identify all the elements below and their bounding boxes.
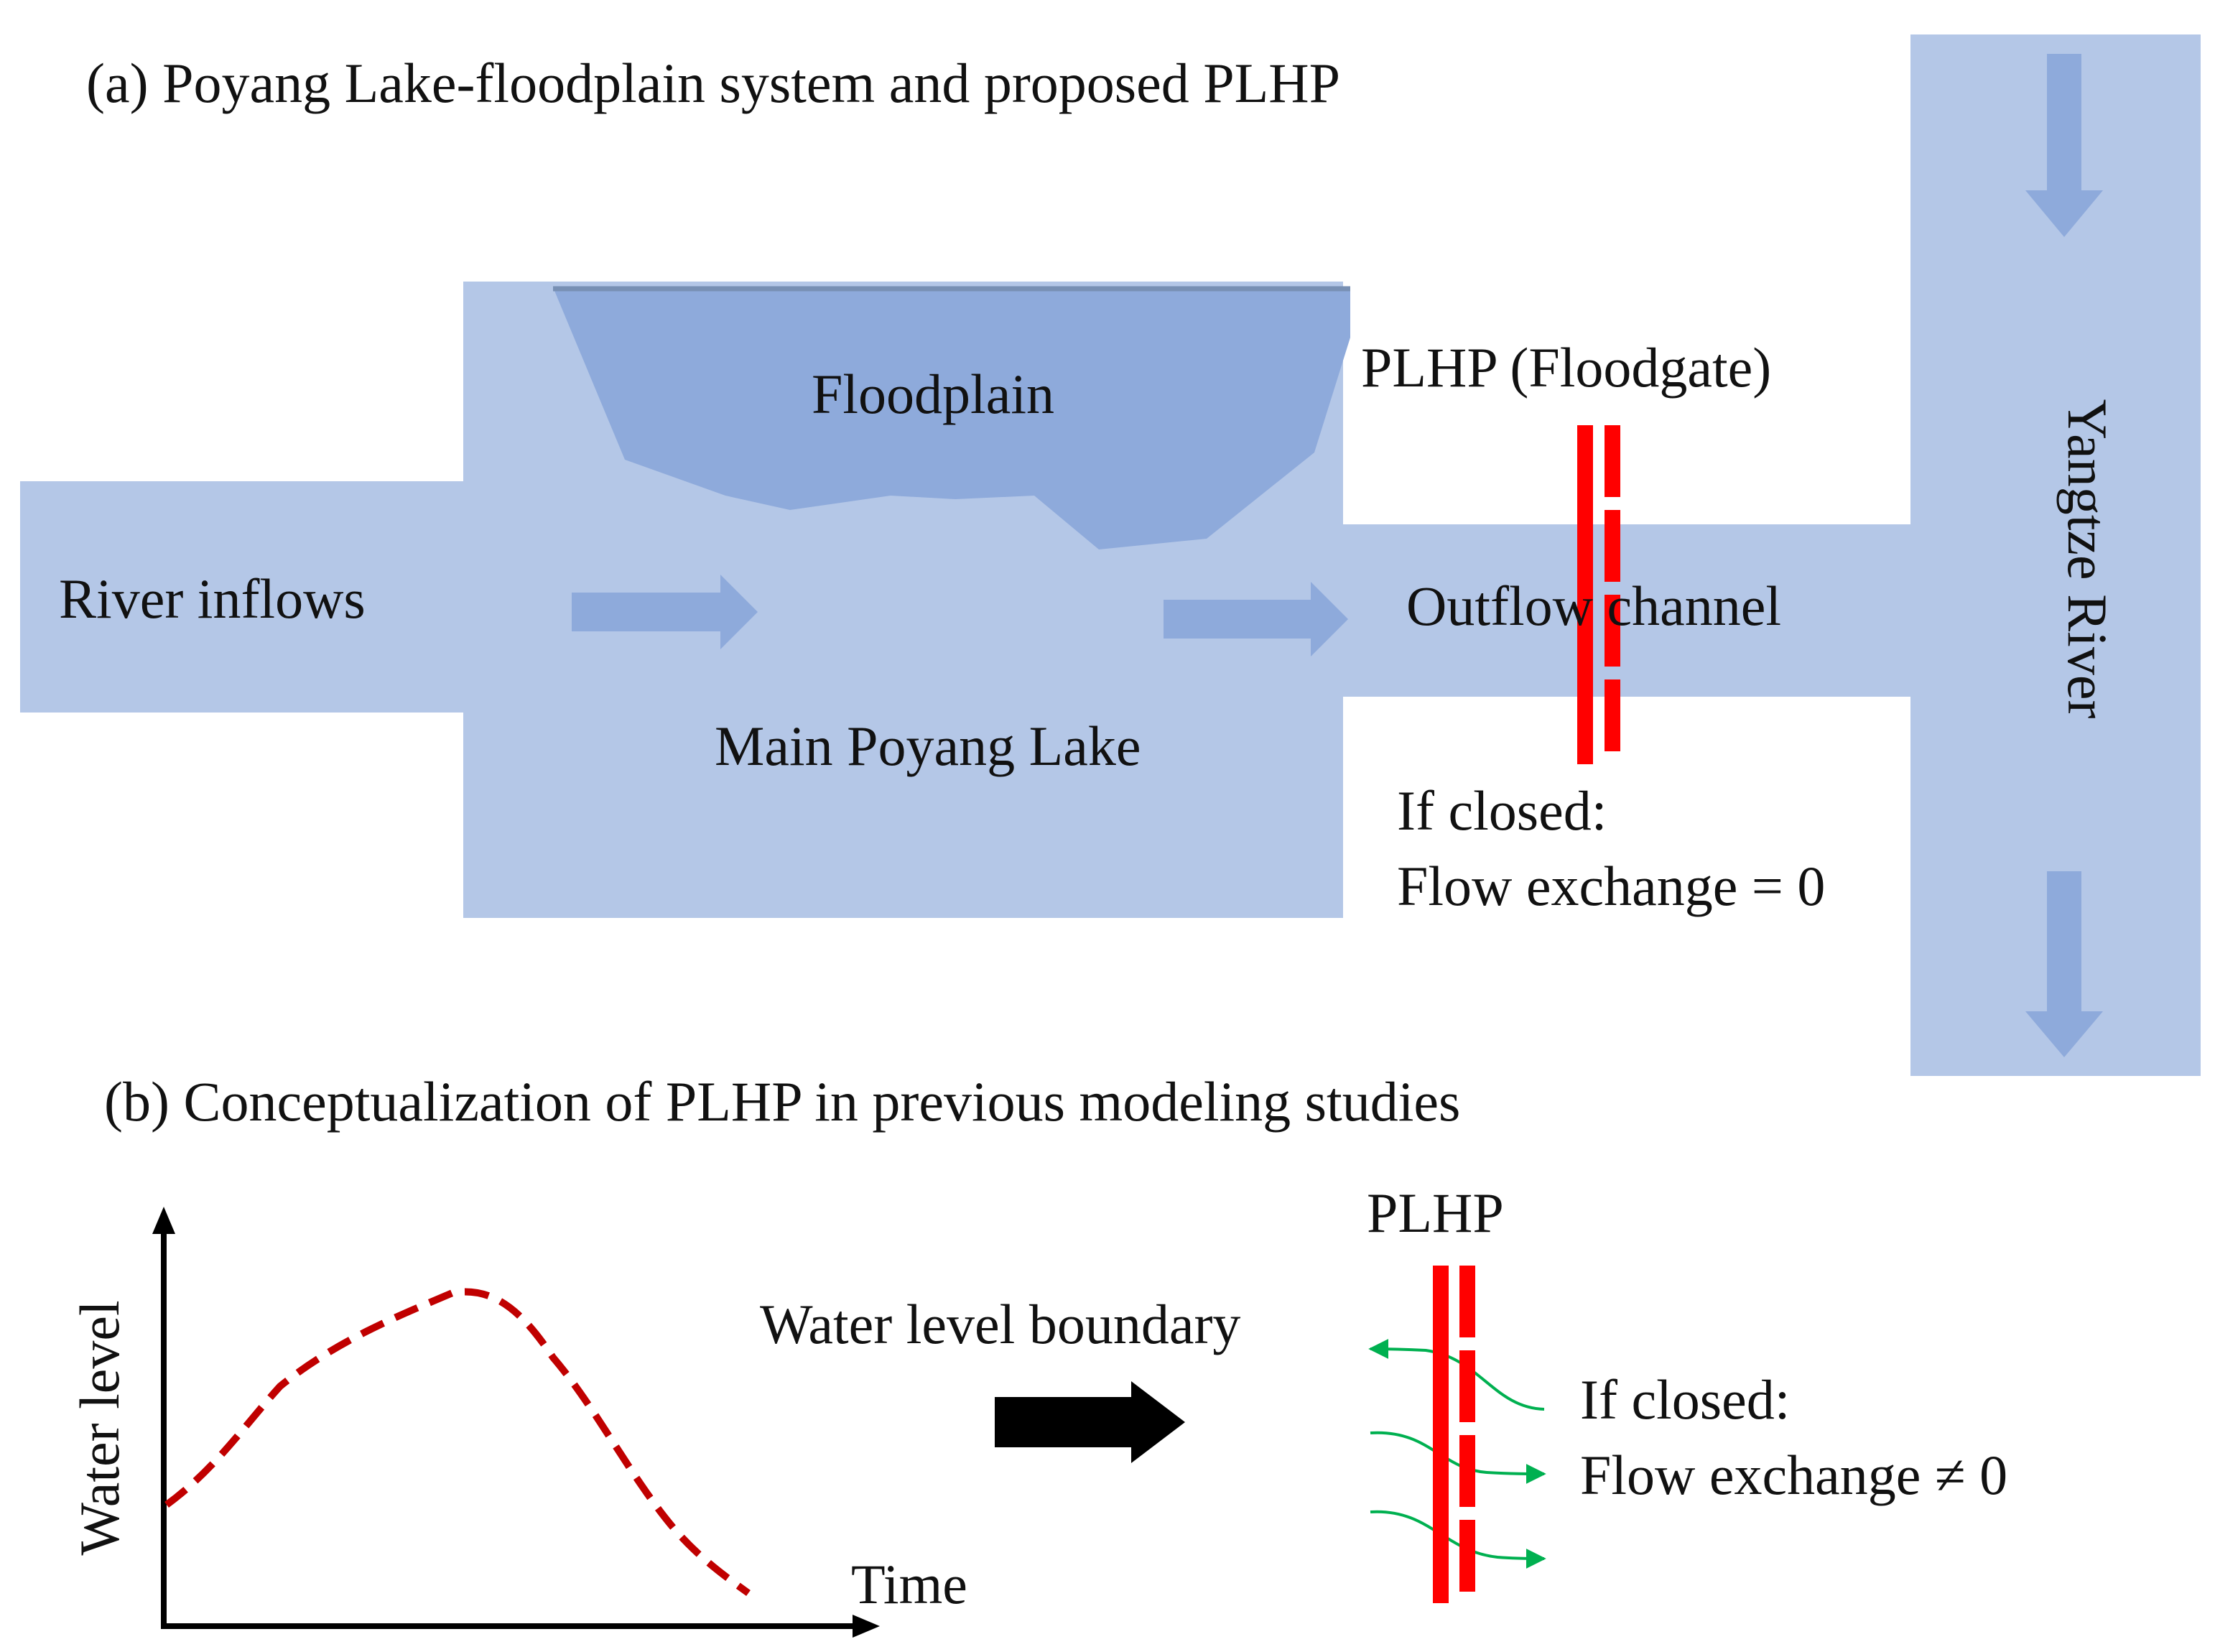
panel-a: (a) Poyang Lake-floodplain system and pr… — [20, 34, 2201, 1076]
label-flow-exchange-a: Flow exchange = 0 — [1397, 855, 1825, 917]
label-if-closed-b: If closed: — [1580, 1368, 1790, 1431]
boundary-arrow — [995, 1381, 1185, 1463]
label-x-axis: Time — [851, 1553, 967, 1615]
panel-b-title: (b) Conceptualization of PLHP in previou… — [104, 1070, 1460, 1133]
x-axis-arrowhead — [853, 1615, 880, 1638]
y-axis-arrowhead — [152, 1207, 175, 1234]
lake-outflow-arrow — [1164, 582, 1348, 656]
label-outflow-channel: Outflow channel — [1406, 575, 1781, 637]
label-if-closed-a: If closed: — [1397, 779, 1607, 842]
panel-b: (b) Conceptualization of PLHP in previou… — [68, 1070, 2007, 1638]
label-floodplain: Floodplain — [812, 363, 1054, 425]
floodplain-area — [553, 287, 1350, 549]
label-plhp: PLHP — [1367, 1182, 1504, 1244]
outflow-channel — [1336, 524, 1928, 697]
label-river-inflows: River inflows — [59, 567, 366, 630]
green-flow-arrow-2 — [1370, 1431, 1546, 1484]
label-plhp-floodgate: PLHP (Floodgate) — [1361, 336, 1771, 399]
label-main-lake: Main Poyang Lake — [715, 715, 1141, 777]
label-boundary: Water level boundary — [760, 1293, 1240, 1355]
plhp-solid-bar-b — [1433, 1266, 1449, 1603]
panel-a-title: (a) Poyang Lake-floodplain system and pr… — [86, 52, 1340, 114]
label-flow-exchange-b: Flow exchange ≠ 0 — [1580, 1444, 2007, 1506]
label-y-axis: Water level — [68, 1300, 131, 1555]
inflow-arrow — [572, 575, 758, 649]
label-yangtze-river: Yangtze River — [2056, 399, 2119, 719]
yangtze-flow-arrow-top — [2025, 54, 2103, 237]
yangtze-flow-arrow-bottom — [2025, 871, 2103, 1057]
river-inflow-channel — [20, 481, 473, 713]
water-level-curve — [164, 1288, 751, 1597]
green-flow-arrow-1 — [1368, 1339, 1545, 1411]
floodgate-solid-bar — [1577, 425, 1593, 764]
green-flow-arrow-3 — [1370, 1510, 1546, 1569]
